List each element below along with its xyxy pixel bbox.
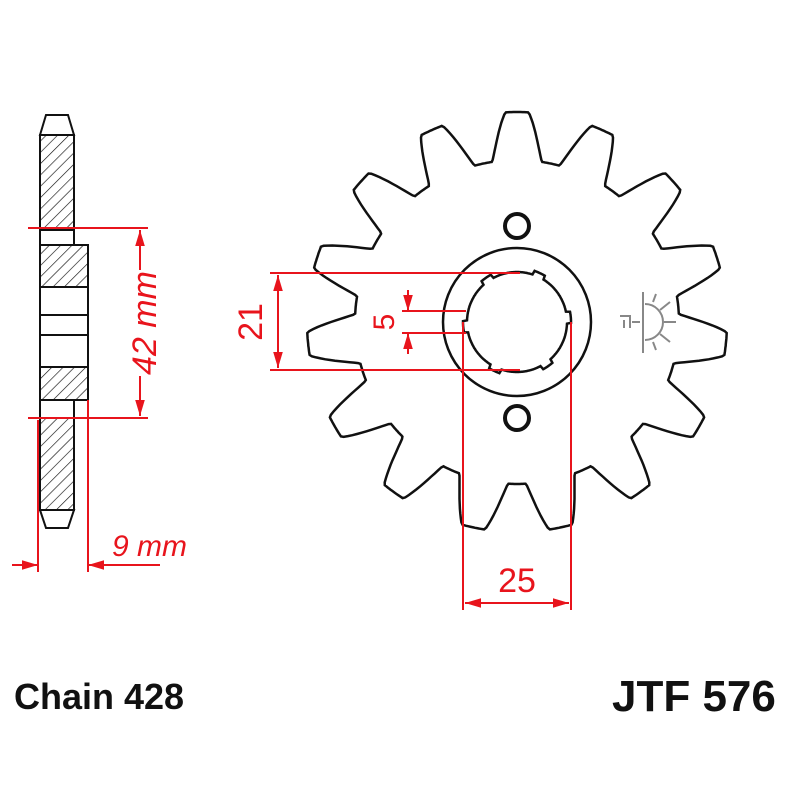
dim-5-label: 5	[368, 314, 401, 331]
logo-icon	[620, 292, 676, 353]
dim-9-label: 9 mm	[112, 530, 187, 563]
part-number: JTF 576	[612, 672, 776, 721]
dim-25-label: 25	[498, 562, 536, 600]
dim-42-label: 42 mm	[126, 271, 164, 375]
mount-hole-top	[503, 212, 531, 240]
sprocket-outline	[306, 110, 728, 531]
dim-21-label: 21	[232, 303, 270, 341]
mount-hole-bottom	[503, 404, 531, 432]
chain-label: Chain 428	[14, 676, 185, 717]
hub-circle	[441, 246, 593, 398]
front-dimensions	[270, 272, 572, 610]
side-view	[38, 114, 89, 529]
side-dimensions	[12, 227, 160, 572]
